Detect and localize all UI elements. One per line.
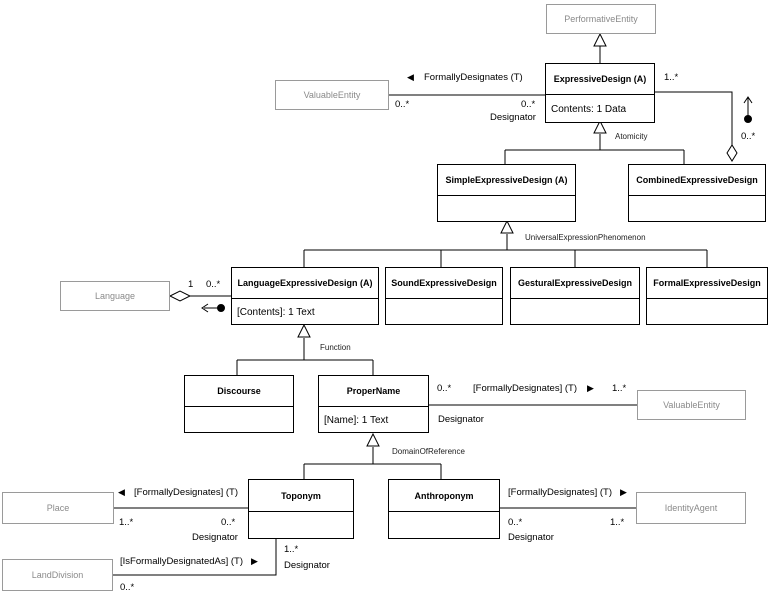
- multiplicity: 0..*: [120, 582, 135, 593]
- class-name: Place: [46, 503, 70, 513]
- class-toponym[interactable]: Toponym: [248, 479, 354, 539]
- multiplicity: 0..*: [221, 517, 236, 528]
- multiplicity: 0..*: [521, 99, 536, 110]
- arrow-left-icon: ◀: [407, 72, 414, 82]
- arrow-right-icon: ▶: [251, 556, 258, 566]
- class-name: Language: [94, 291, 136, 301]
- class-name: SimpleExpressiveDesign (A): [445, 175, 568, 185]
- label-formally-designates: [FormallyDesignates] (T): [473, 383, 577, 394]
- arrow-left-icon: ◀: [118, 487, 125, 497]
- class-name: LanguageExpressiveDesign (A): [237, 278, 373, 288]
- multiplicity: 0..*: [395, 99, 410, 110]
- label-function: Function: [320, 343, 351, 352]
- class-attribute: [Contents]: 1 Text: [232, 298, 378, 325]
- class-attribute-empty: [629, 195, 765, 222]
- class-attribute: [Name]: 1 Text: [319, 406, 428, 433]
- class-valuable-entity-top[interactable]: ValuableEntity: [275, 80, 389, 110]
- class-name: ExpressiveDesign (A): [553, 74, 647, 84]
- class-name: IdentityAgent: [664, 503, 718, 513]
- class-attribute-empty: [438, 195, 575, 222]
- multiplicity: 1..*: [612, 383, 627, 394]
- class-discourse[interactable]: Discourse: [184, 375, 294, 433]
- class-identity-agent[interactable]: IdentityAgent: [636, 492, 746, 524]
- multiplicity: 1..*: [119, 517, 134, 528]
- label-universal-expression: UniversalExpressionPhenomenon: [525, 233, 646, 242]
- class-attribute-empty: [386, 298, 502, 325]
- aggregation-combined-line: [655, 91, 733, 145]
- class-name: PerformativeEntity: [564, 14, 638, 24]
- class-combined-expressive-design[interactable]: CombinedExpressiveDesign: [628, 164, 766, 222]
- label-atomicity: Atomicity: [615, 132, 648, 141]
- class-valuable-entity-right[interactable]: ValuableEntity: [637, 390, 746, 420]
- multiplicity: 1..*: [284, 544, 299, 555]
- multiplicity: 0..*: [508, 517, 523, 528]
- label-formally-designates: [FormallyDesignates] (T): [508, 487, 612, 498]
- role-designator: Designator: [192, 532, 238, 543]
- class-attribute-empty: [185, 406, 293, 433]
- class-formal-expressive-design[interactable]: FormalExpressiveDesign: [646, 267, 768, 325]
- class-attribute-empty: [511, 298, 639, 325]
- multiplicity: 1: [188, 279, 194, 290]
- class-name: Toponym: [281, 490, 321, 501]
- role-designator: Designator: [284, 560, 330, 571]
- association-land-division: [113, 539, 277, 576]
- multiplicity: 0..*: [206, 279, 221, 290]
- class-name: CombinedExpressiveDesign: [636, 175, 758, 185]
- class-name: ValuableEntity: [663, 400, 720, 410]
- role-designator: Designator: [490, 112, 536, 123]
- class-name: FormalExpressiveDesign: [653, 278, 761, 288]
- class-name: SoundExpressiveDesign: [391, 278, 497, 288]
- class-proper-name[interactable]: ProperName [Name]: 1 Text: [318, 375, 429, 433]
- role-designator: Designator: [508, 532, 554, 543]
- class-simple-expressive-design[interactable]: SimpleExpressiveDesign (A): [437, 164, 576, 222]
- multiplicity: 0..*: [741, 131, 756, 142]
- class-name: LandDivision: [31, 570, 84, 580]
- class-language[interactable]: Language: [60, 281, 170, 311]
- class-attribute-empty: [389, 511, 499, 539]
- class-land-division[interactable]: LandDivision: [2, 559, 113, 591]
- multiplicity: 1..*: [664, 72, 679, 83]
- class-name: ProperName: [346, 386, 401, 396]
- label-formally-designates: FormallyDesignates (T): [424, 72, 523, 83]
- label-domain-of-reference: DomainOfReference: [392, 447, 465, 456]
- class-place[interactable]: Place: [2, 492, 114, 524]
- label-formally-designates: [FormallyDesignates] (T): [134, 487, 238, 498]
- class-language-expressive-design[interactable]: LanguageExpressiveDesign (A) [Contents]:…: [231, 267, 379, 325]
- class-expressive-design[interactable]: ExpressiveDesign (A) Contents: 1 Data: [545, 63, 655, 123]
- class-name: Anthroponym: [414, 490, 474, 501]
- class-attribute-empty: [249, 511, 353, 539]
- arrow-right-icon: ▶: [587, 383, 594, 393]
- class-attribute-empty: [647, 298, 767, 325]
- class-name: Discourse: [217, 386, 261, 396]
- multiplicity: 0..*: [437, 383, 452, 394]
- class-name: ValuableEntity: [303, 90, 361, 100]
- multiplicity: 1..*: [610, 517, 625, 528]
- class-sound-expressive-design[interactable]: SoundExpressiveDesign: [385, 267, 503, 325]
- class-performative-entity[interactable]: PerformativeEntity: [546, 4, 656, 34]
- class-gestural-expressive-design[interactable]: GesturalExpressiveDesign: [510, 267, 640, 325]
- arrow-right-icon: ▶: [620, 487, 627, 497]
- class-attribute: Contents: 1 Data: [546, 94, 654, 123]
- label-is-formally-designated-as: [IsFormallyDesignatedAs] (T): [120, 556, 244, 567]
- role-designator: Designator: [438, 414, 484, 425]
- class-anthroponym[interactable]: Anthroponym: [388, 479, 500, 539]
- class-name: GesturalExpressiveDesign: [517, 278, 633, 288]
